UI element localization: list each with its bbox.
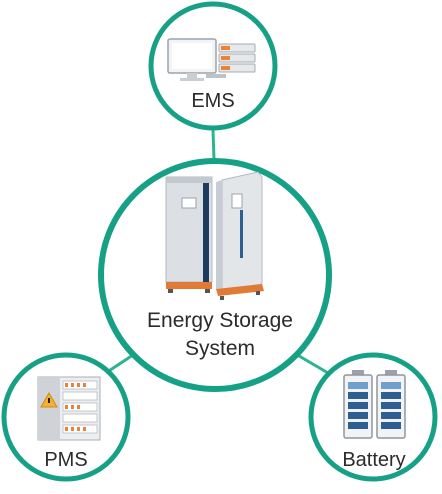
power-panel-icon xyxy=(37,376,101,441)
ess-label-line2: System xyxy=(184,337,255,360)
ess-node-circle xyxy=(98,158,332,392)
connector-ems xyxy=(211,129,216,161)
monitor-server-icon xyxy=(167,38,256,81)
ems-label: EMS xyxy=(191,90,235,112)
ess-label: Energy Storage System xyxy=(120,307,320,363)
energy-storage-cabinets-icon xyxy=(165,171,264,300)
battery-pack-icon xyxy=(343,370,406,439)
pms-label: PMS xyxy=(44,449,88,471)
battery-label: Battery xyxy=(342,449,406,471)
ess-label-line1: Energy Storage xyxy=(147,309,293,332)
